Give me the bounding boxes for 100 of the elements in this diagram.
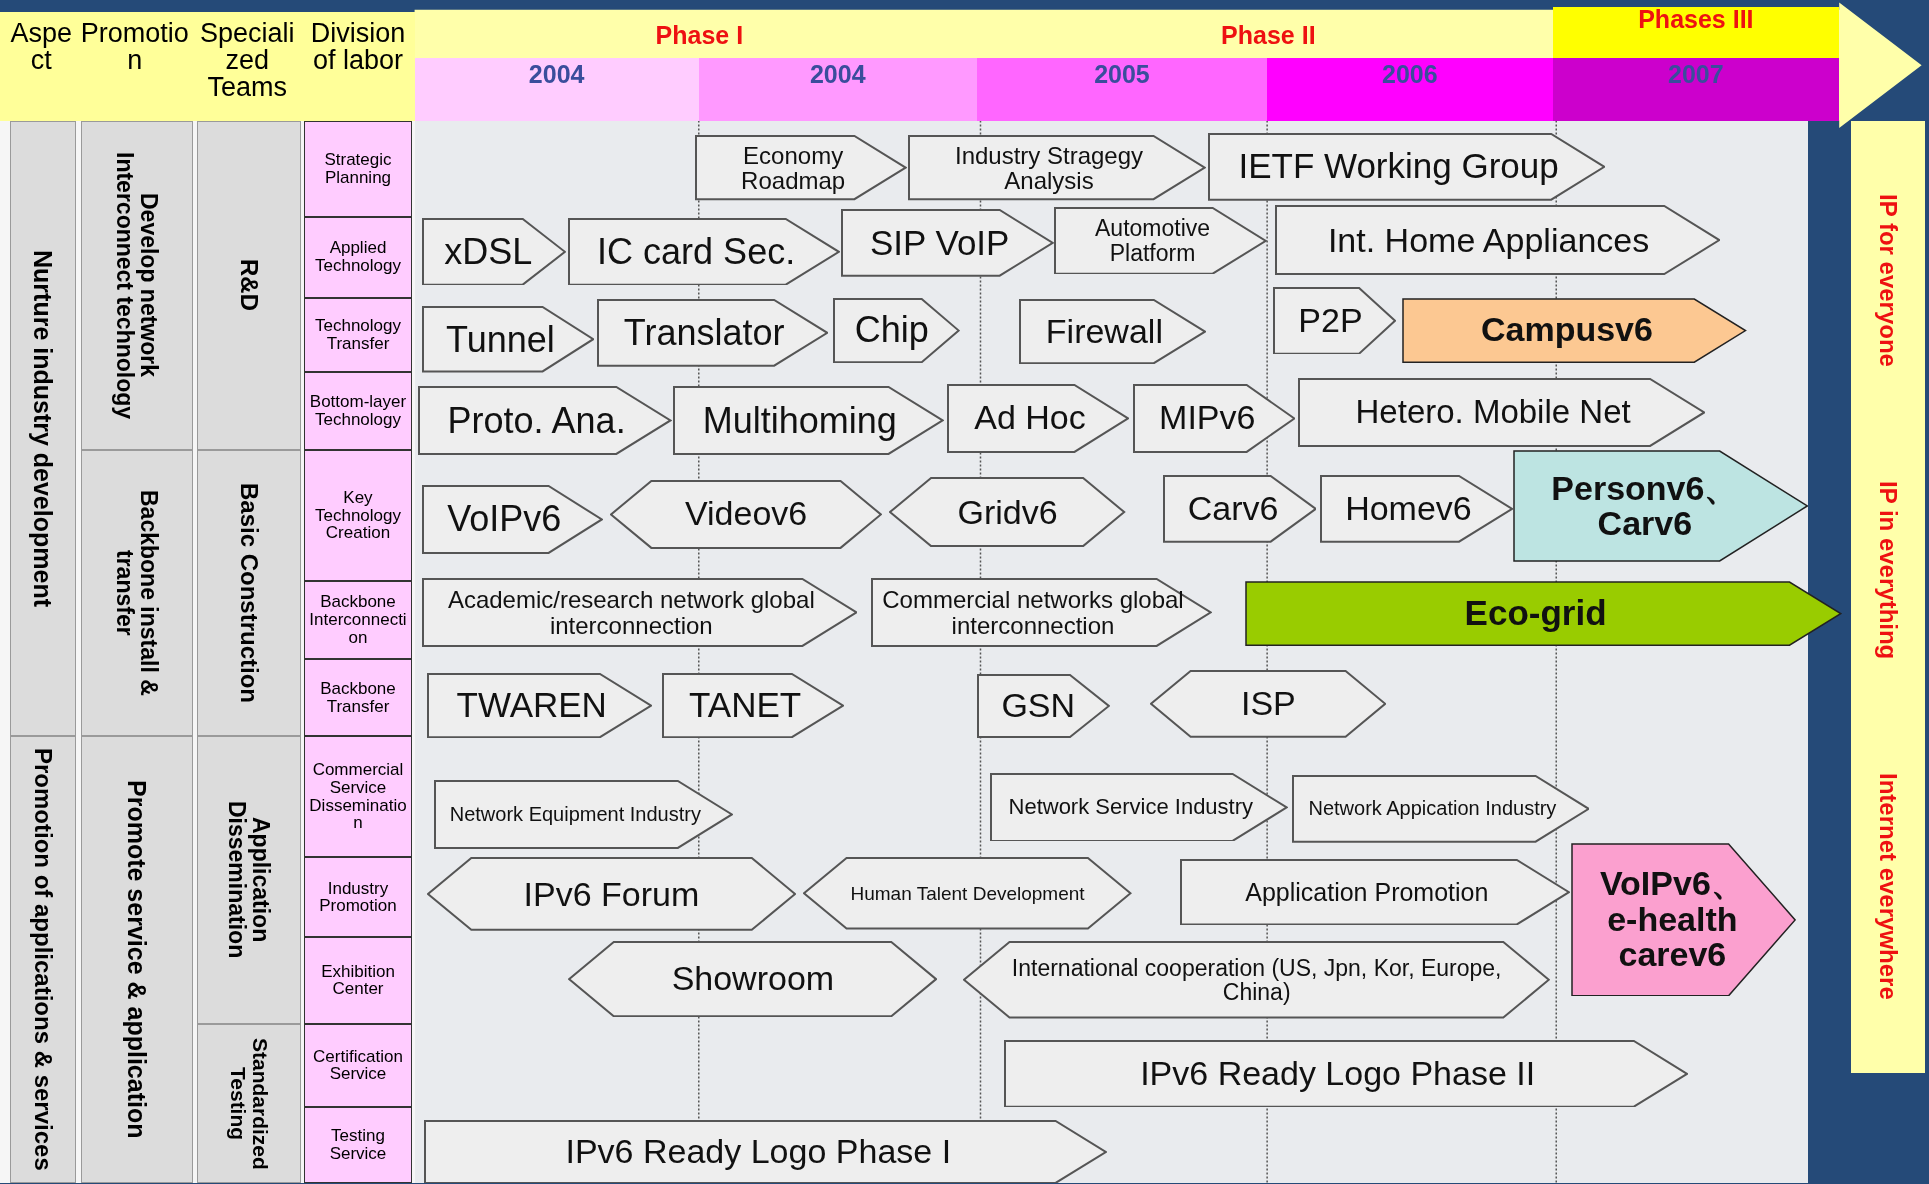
chevron-label: VoIPv6、 e-health carev6 [1598, 866, 1746, 974]
chevron-label: Automotive Platform [1094, 216, 1212, 265]
phase-label: Phase I [655, 22, 744, 48]
division-cell [303, 1023, 413, 1108]
chevron-label: Int. Home Appliances [1327, 222, 1650, 259]
chevron-label: Economy Roadmap [740, 142, 847, 194]
chevron-label: Network Service Industry [1008, 795, 1254, 819]
chevron-label: Network Appication Industry [1308, 798, 1557, 820]
chevron-box [832, 297, 960, 363]
chevron-box [1273, 286, 1397, 355]
division-cell [303, 450, 413, 581]
chevron-label: Ad Hoc [974, 400, 1086, 437]
chevron-label: Tunnel [446, 320, 555, 359]
chevron-box [421, 217, 566, 286]
chevron-box [1320, 474, 1514, 543]
header-text: Promotion [80, 20, 190, 75]
division-label: Commercial Service Dissemination [308, 760, 408, 833]
chevron-label: Showroom [671, 961, 835, 998]
chevron-box [421, 484, 603, 554]
chevron-label: IPv6 Ready Logo Phase I [565, 1133, 952, 1170]
year-band [414, 57, 699, 121]
division-label: Applied Technology [313, 239, 402, 275]
chevron-box [990, 772, 1289, 842]
chevron-label: Videov6 [685, 496, 808, 533]
chevron-box [976, 674, 1110, 739]
chevron-label: P2P [1298, 302, 1363, 339]
chevron-label: Multihoming [702, 401, 897, 440]
slogan-text: Internet everywhere [1876, 772, 1901, 1000]
chevron-label: Gridv6 [957, 494, 1058, 531]
chevron-box [1402, 297, 1747, 363]
phase-band [1552, 7, 1840, 58]
chevron-box [1003, 1039, 1688, 1108]
chevron-box [1133, 383, 1296, 453]
chevron-label: TANET [689, 687, 802, 724]
chevron-label: Translator [623, 313, 785, 352]
chevron-label: Academic/research network global interconnection [446, 587, 816, 638]
chevron-label: xDSL [444, 232, 533, 271]
hexagon-box [889, 477, 1126, 548]
category-label: Backbone install & transfer [113, 489, 162, 698]
year-label: 2007 [1668, 61, 1724, 87]
category-label: Develop network Interconnect technology [113, 150, 162, 421]
division-cell [303, 216, 413, 298]
year-band [698, 57, 977, 121]
chevron-box [434, 779, 734, 849]
division-cell [303, 937, 413, 1024]
category-label: R&D [236, 259, 262, 312]
chevron-label: International cooperation (US, Jpn, Kor, Europe, China) [1010, 955, 1503, 1004]
chevron-box [661, 672, 844, 739]
category-label: Promote service & application [124, 780, 151, 1139]
category-cell [196, 120, 302, 451]
chevron-label: Hetero. Mobile Net [1355, 394, 1631, 430]
division-cell [303, 735, 413, 858]
chevron-label: TWAREN [456, 687, 607, 724]
slogan-text: IP for everyone [1876, 193, 1901, 367]
phase-label: Phase II [1221, 22, 1316, 48]
chevron-label: Campusv6 [1480, 312, 1653, 349]
hexagon-box [610, 479, 883, 549]
header-text: Aspect [10, 20, 73, 75]
division-label: Industry Promotion [318, 879, 398, 916]
chevron-label: SIP VoIP [870, 224, 1010, 262]
category-label: Application Dissemination [224, 800, 274, 961]
year-label: 2004 [809, 61, 866, 87]
chevron-box [568, 217, 841, 286]
chevron-box [1208, 132, 1606, 201]
category-cell [196, 735, 302, 1024]
hexagon-box [1150, 670, 1387, 739]
chevron-label: VoIPv6 [447, 500, 562, 539]
phase-label: Phases III [1638, 7, 1754, 33]
division-label: Key Technology Creation [313, 488, 402, 543]
division-cell [303, 659, 413, 736]
year-band [1267, 57, 1553, 121]
chevron-box [1162, 474, 1317, 543]
year-label: 2005 [1094, 61, 1150, 87]
division-label: Backbone Transfer [319, 679, 397, 716]
category-cell [81, 120, 194, 451]
chevron-box [1274, 205, 1720, 276]
division-cell [303, 297, 413, 372]
division-label: Technology Transfer [313, 316, 402, 353]
division-cell [303, 120, 413, 217]
chevron-box [1245, 580, 1842, 646]
chevron-label: Eco-grid [1464, 594, 1607, 632]
category-cell [196, 1023, 302, 1184]
category-label: Nurture industry development [29, 249, 57, 607]
category-label: Standardized Testing [227, 1036, 272, 1172]
chevron-label: MIPv6 [1159, 400, 1256, 437]
chevron-box [1179, 858, 1570, 926]
slogan-text: IP in everything [1876, 480, 1901, 659]
division-cell [303, 580, 413, 660]
division-label: Certification Service [312, 1047, 404, 1084]
chevron-label: IPv6 Ready Logo Phase II [1140, 1055, 1536, 1092]
category-cell [81, 735, 194, 1184]
chevron-label: GSN [1001, 688, 1076, 724]
chevron-label: ISP [1240, 686, 1296, 723]
hexagon-box [963, 941, 1551, 1019]
chevron-label: Commercial networks global interconnection [881, 587, 1185, 638]
category-cell [9, 120, 77, 736]
year-label: 2006 [1382, 61, 1438, 87]
chevron-box [1513, 450, 1809, 563]
chevron-box [421, 578, 858, 648]
division-label: Exhibition Center [320, 962, 396, 999]
